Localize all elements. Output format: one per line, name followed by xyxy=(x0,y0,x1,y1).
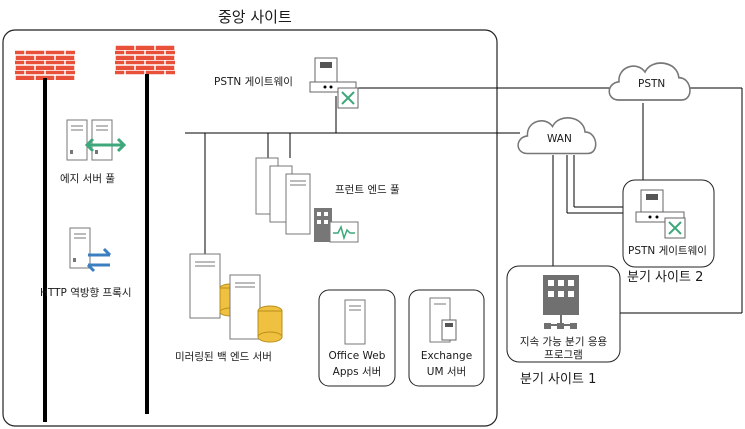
central-site-boundary xyxy=(2,29,498,427)
pstn-cloud-label: PSTN xyxy=(638,78,666,90)
branch-site-1-title: 분기 사이트 1 xyxy=(520,372,597,387)
office-web-apps-label-line2: Apps 서버 xyxy=(332,366,382,378)
central-site-title: 중앙 사이트 xyxy=(218,8,292,26)
pstn-gateway-icon xyxy=(309,57,359,109)
branch2-pstn-gateway-icon xyxy=(635,189,686,239)
wan-label: WAN xyxy=(547,133,572,145)
survivable-branch-appliance-icon xyxy=(543,275,579,329)
mirrored-backend-label: 미러링된 백 엔드 서버 xyxy=(175,351,272,363)
exchange-um-server-icon xyxy=(429,297,457,343)
edge-pool-label: 에지 서버 풀 xyxy=(60,173,115,185)
office-web-apps-label-line1: Office Web xyxy=(328,350,386,362)
sba-label-line1: 지속 가능 분기 응용 xyxy=(519,336,608,348)
front-end-pool-icon xyxy=(255,157,359,243)
branch2-gateway-label: PSTN 게이트웨이 xyxy=(628,245,707,257)
network-links xyxy=(185,87,743,314)
pstn-gateway-label: PSTN 게이트웨이 xyxy=(214,76,293,88)
sba-label-line2: 프로그램 xyxy=(544,349,583,361)
firewall-icon xyxy=(115,45,175,75)
http-proxy-label: HTTP 역방향 프록시 xyxy=(40,287,132,299)
mirrored-backend-server-icon xyxy=(189,253,283,343)
office-web-apps-server-icon xyxy=(344,299,366,345)
edge-server-pool-icon xyxy=(66,119,127,161)
exchange-um-label-line1: Exchange xyxy=(420,350,473,362)
http-reverse-proxy-icon xyxy=(69,227,112,273)
branch-site-2-title: 분기 사이트 2 xyxy=(627,270,704,285)
front-end-pool-label: 프런트 엔드 풀 xyxy=(335,184,400,196)
firewall-icon xyxy=(15,50,75,80)
exchange-um-label-line2: UM 서버 xyxy=(426,366,467,378)
